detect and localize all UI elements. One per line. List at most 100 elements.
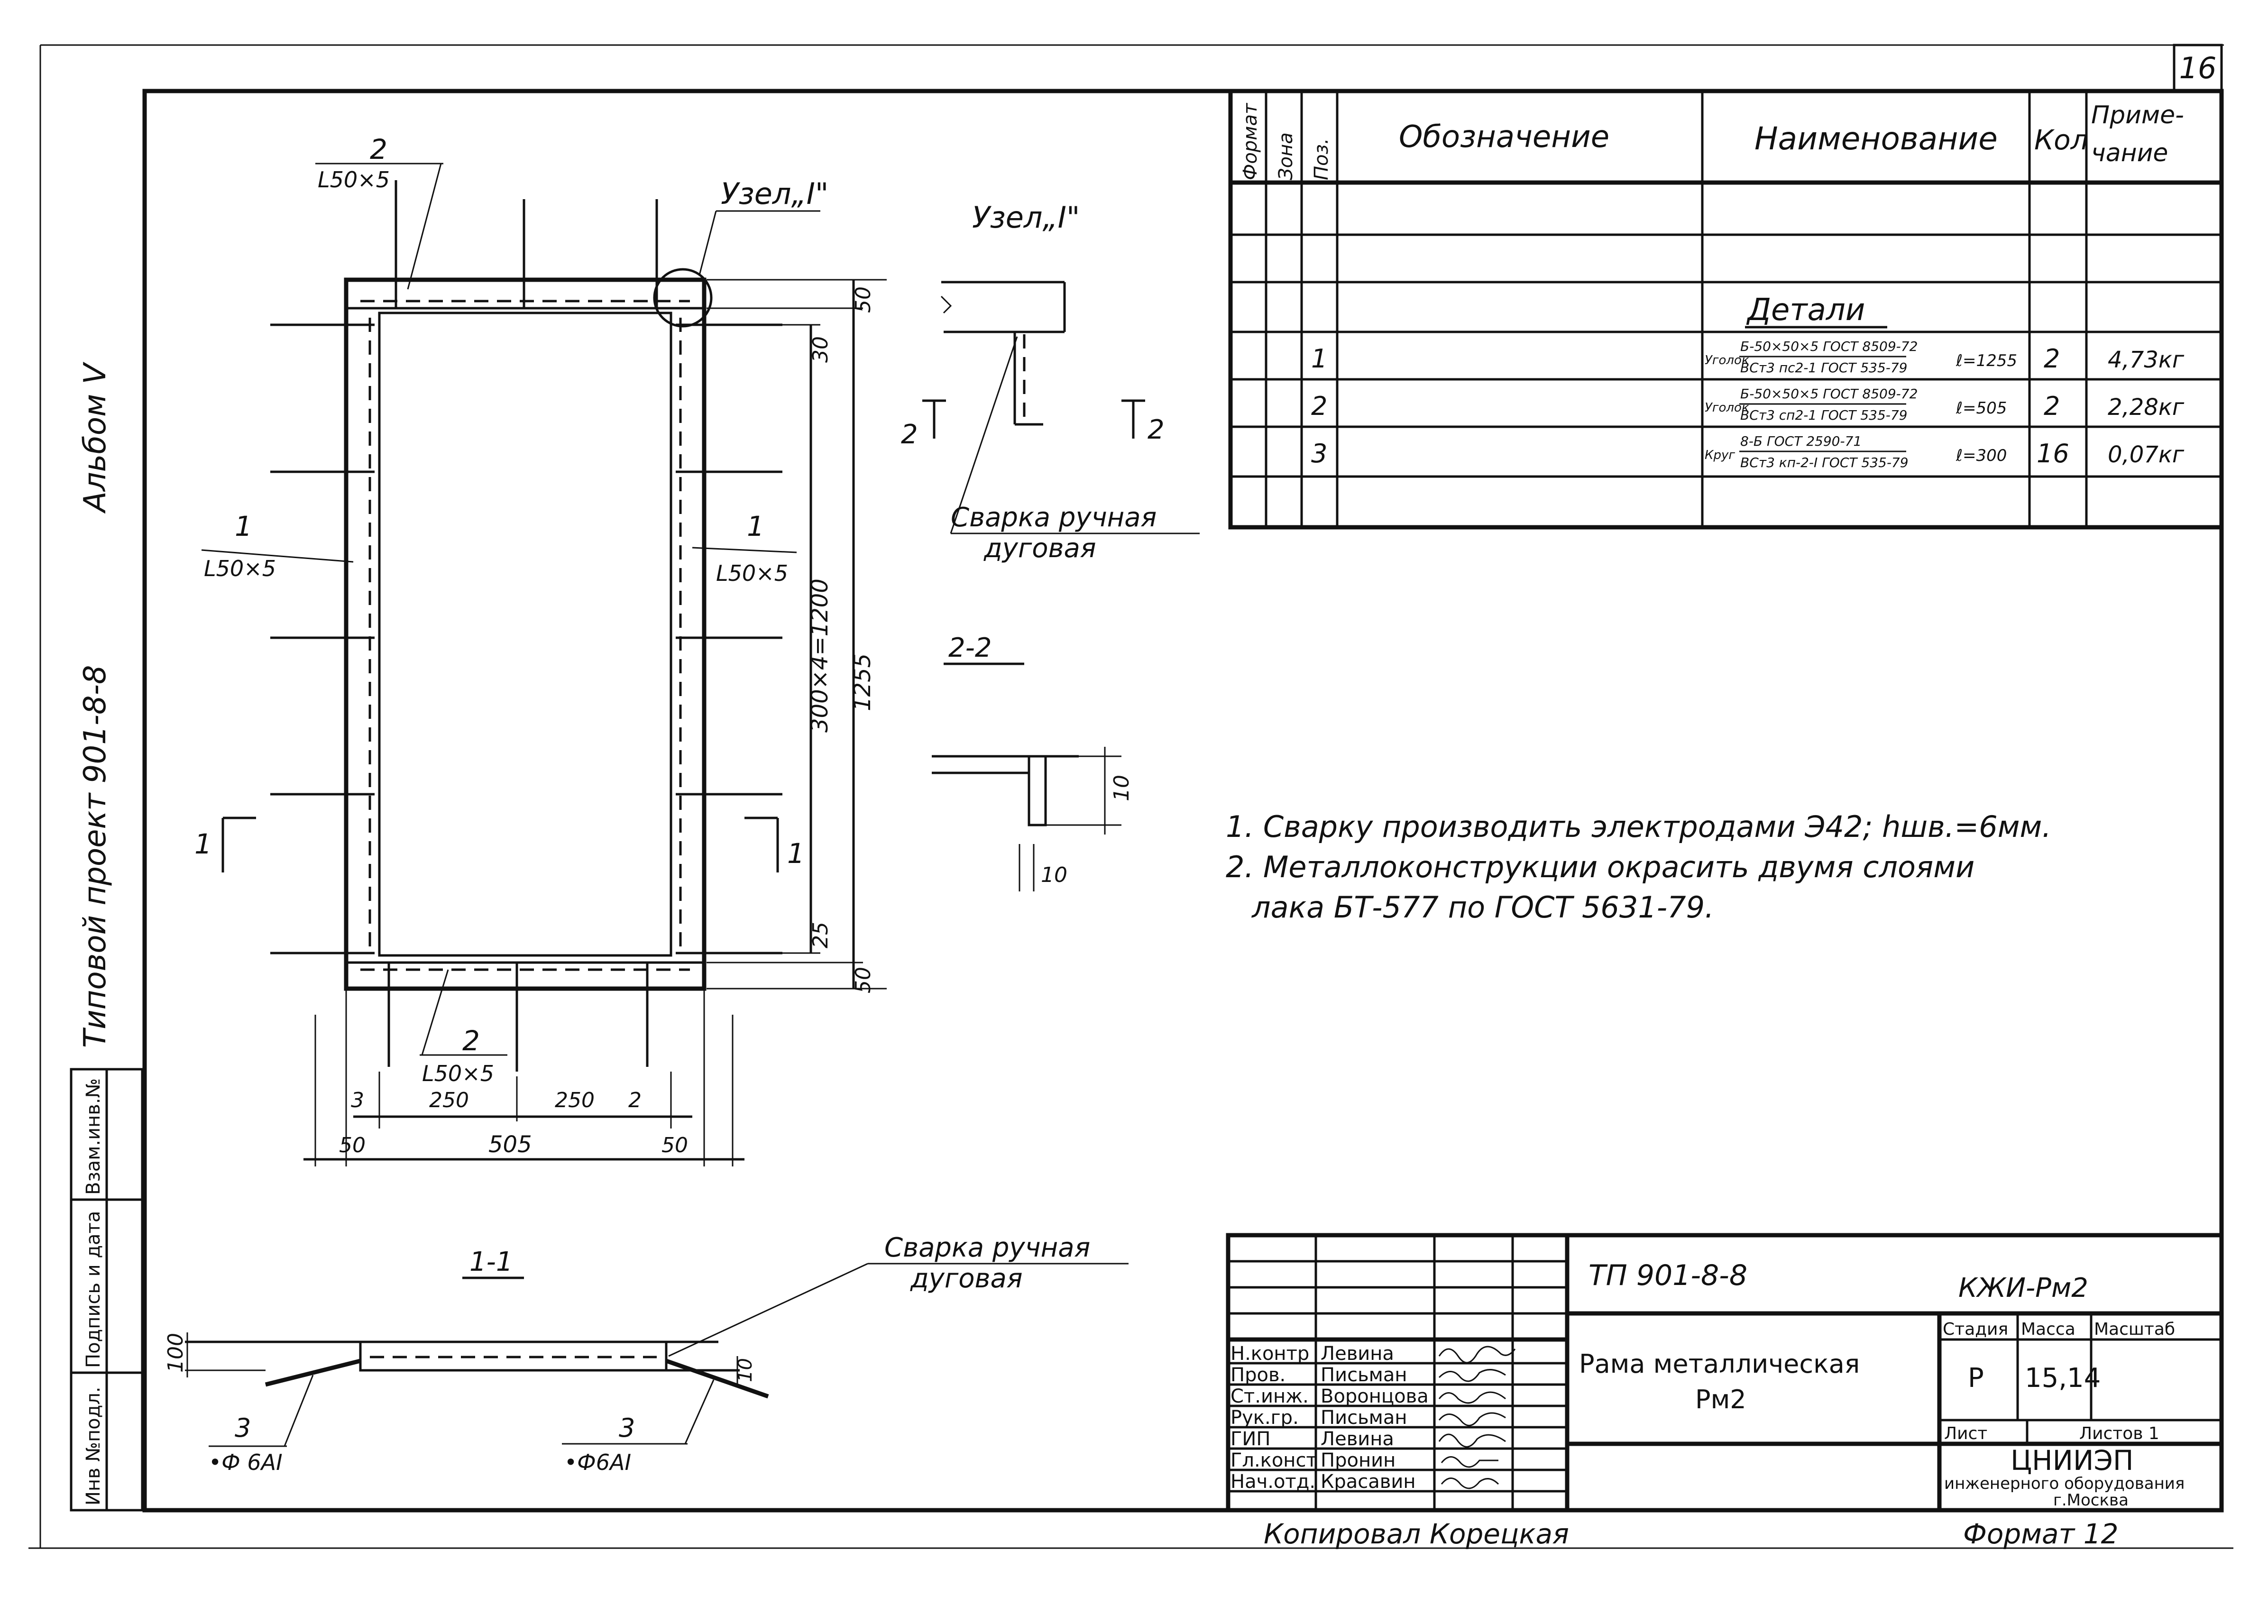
title-code: КЖИ-Рм2 bbox=[1958, 1273, 2088, 1303]
title-scale-label: Масштаб bbox=[2094, 1320, 2175, 1339]
sig-role-4: ГИП bbox=[1230, 1428, 1270, 1450]
spec-header-pos: Поз. bbox=[1311, 138, 1332, 180]
section-2-2: 2-2 10 10 bbox=[932, 633, 1134, 891]
section-1-1-dim-height: 100 bbox=[164, 1333, 188, 1373]
section-1-1-rod-right: •Ф6АI bbox=[564, 1450, 631, 1475]
label-pos1-right: 1 bbox=[747, 510, 764, 542]
title-name-line1: Рама металлическая bbox=[1579, 1349, 1860, 1379]
side-project-label: Типовой проект 901-8-8 bbox=[78, 665, 113, 1048]
sig-name-6: Красавин bbox=[1321, 1471, 1416, 1493]
side-stamp-signature: Подпись и дата bbox=[83, 1211, 104, 1368]
section-1-1-pos-left: 3 bbox=[235, 1413, 251, 1443]
spec-group-title: Детали bbox=[1746, 293, 1865, 328]
title-project: ТП 901-8-8 bbox=[1589, 1259, 1747, 1292]
spec-header-qty: Кол bbox=[2034, 124, 2088, 156]
spec-header-note-line2: чание bbox=[2091, 139, 2168, 167]
spec-row1-pos: 1 bbox=[1311, 344, 1327, 374]
spec-header-zone: Зона bbox=[1275, 132, 1297, 180]
spec-row3-length: ℓ=300 bbox=[1956, 446, 2007, 465]
spec-row2-top: Б-50×50×5 ГОСТ 8509-72 bbox=[1740, 386, 1918, 402]
spec-row2-note: 2,28кг bbox=[2108, 394, 2185, 421]
note-1: 1. Сварку производить электродами Э42; h… bbox=[1226, 809, 2051, 844]
sig-role-1: Пров. bbox=[1230, 1364, 1286, 1386]
title-org-line2: инженерного оборудования bbox=[1944, 1474, 2185, 1493]
spec-row1-length: ℓ=1255 bbox=[1956, 351, 2017, 370]
spec-row2-length: ℓ=505 bbox=[1956, 399, 2007, 418]
sig-role-5: Гл.конст bbox=[1230, 1450, 1317, 1471]
dim-top-inner: 30 bbox=[808, 336, 833, 363]
side-stamp-replace: Взам.инв.№ bbox=[83, 1078, 104, 1195]
label-pos1-right-profile: L50×5 bbox=[716, 560, 788, 586]
node-detail-title: Узел„I" bbox=[972, 200, 1080, 235]
sheet-number: 16 bbox=[2179, 51, 2217, 85]
node-weld-note-line2: дуговая bbox=[983, 533, 1096, 564]
frame-inner bbox=[378, 312, 672, 957]
title-mass: 15,14 bbox=[2025, 1363, 2101, 1394]
dim-top-offset: 50 bbox=[851, 286, 875, 313]
spec-row3-qty: 16 bbox=[2037, 439, 2069, 468]
label-pos2-top: 2 bbox=[370, 133, 387, 165]
copied-by: Копировал Корецкая bbox=[1264, 1518, 1569, 1550]
spec-row1-note: 4,73кг bbox=[2108, 347, 2185, 373]
side-stamp-inv: Инв №подл. bbox=[83, 1386, 104, 1505]
section-1-1: 1-1 100 10 Сварка ручная дуговая 3 •Ф 6А… bbox=[164, 1232, 1129, 1475]
note-2: 2. Металлоконструкции окрасить двумя сло… bbox=[1226, 850, 1974, 884]
sig-name-5: Пронин bbox=[1321, 1450, 1396, 1471]
label-pos1-left-profile: L50×5 bbox=[204, 556, 276, 581]
title-org-line3: г.Москва bbox=[2053, 1491, 2129, 1510]
label-pos2-bottom-profile: L50×5 bbox=[422, 1061, 494, 1086]
spec-row1-prefix: Уголок bbox=[1705, 353, 1749, 367]
title-sheets-label: Листов 1 bbox=[2079, 1424, 2159, 1443]
title-stage-label: Стадия bbox=[1943, 1320, 2008, 1339]
dim-pitch: 300×4=1200 bbox=[807, 578, 833, 733]
spec-row1-bottom: ВСт3 пс2-1 ГОСТ 535-79 bbox=[1740, 360, 1908, 376]
dim-height: 1255 bbox=[849, 653, 876, 711]
notes: 1. Сварку производить электродами Э42; h… bbox=[1226, 809, 2051, 925]
node-callout: Узел„I" bbox=[721, 176, 828, 211]
title-block: ТП 901-8-8 КЖИ-Рм2 Рама металлическая Рм… bbox=[1226, 1233, 2224, 1513]
drawing-frame bbox=[142, 89, 2224, 1513]
title-mass-label: Масса bbox=[2021, 1320, 2075, 1339]
node-circle bbox=[653, 268, 713, 328]
section-1-1-pos-right: 3 bbox=[619, 1413, 635, 1443]
format-label: Формат 12 bbox=[1963, 1518, 2119, 1550]
signature-scribbles bbox=[1438, 1346, 1516, 1489]
dim-right-overhang: 50 bbox=[661, 1133, 688, 1157]
dim-left-edge: 3 bbox=[351, 1088, 364, 1112]
spec-row2-pos: 2 bbox=[1311, 391, 1327, 421]
spec-table: Формат Зона Поз. Обозначение Наименовани… bbox=[1228, 89, 2224, 530]
dim-span-right: 250 bbox=[555, 1088, 595, 1112]
spec-row1-top: Б-50×50×5 ГОСТ 8509-72 bbox=[1740, 339, 1918, 354]
spec-row2-prefix: Уголок bbox=[1705, 401, 1749, 415]
sig-role-2: Ст.инж. bbox=[1230, 1385, 1309, 1407]
node-mark-left: 2 bbox=[901, 419, 918, 450]
spec-header-designation: Обозначение bbox=[1399, 119, 1609, 155]
title-name-line2: Рм2 bbox=[1695, 1385, 1746, 1414]
side-stamp: Инв №подл. Подпись и дата Взам.инв.№ bbox=[70, 1068, 144, 1512]
sig-name-1: Письман bbox=[1321, 1364, 1407, 1386]
sig-name-2: Воронцова bbox=[1321, 1385, 1429, 1407]
label-pos2-bottom: 2 bbox=[462, 1025, 480, 1057]
dim-bottom-offset: 50 bbox=[851, 967, 875, 993]
node-detail: Узел„I" 2 2 Сварка ручная дуговая bbox=[901, 200, 1200, 564]
spec-header-name: Наименование bbox=[1754, 120, 1998, 157]
dim-bottom-inner: 25 bbox=[808, 922, 833, 948]
section-1-1-weld-line1: Сварка ручная bbox=[884, 1232, 1090, 1263]
spec-row3-bottom: ВСт3 кп-2-I ГОСТ 535-79 bbox=[1740, 455, 1909, 470]
cut-1-right: 1 bbox=[787, 837, 805, 870]
dim-width: 505 bbox=[488, 1131, 532, 1158]
node-weld-note-line1: Сварка ручная bbox=[951, 502, 1157, 533]
cut-1-left: 1 bbox=[194, 828, 212, 860]
dim-left-overhang: 50 bbox=[339, 1133, 366, 1157]
spec-row3-top: 8-Б ГОСТ 2590-71 bbox=[1740, 433, 1862, 449]
section-1-1-dim-small: 10 bbox=[735, 1358, 756, 1382]
sig-name-4: Левина bbox=[1321, 1428, 1394, 1450]
note-3: лака БТ-577 по ГОСТ 5631-79. bbox=[1251, 890, 1714, 925]
node-mark-right: 2 bbox=[1148, 414, 1165, 445]
spec-header-format: Формат bbox=[1240, 102, 1261, 180]
side-album-label: Альбом V bbox=[78, 361, 113, 514]
spec-header-note-line1: Приме- bbox=[2091, 101, 2184, 129]
spec-row3-prefix: Круг bbox=[1705, 448, 1735, 462]
sig-role-6: Нач.отд. bbox=[1230, 1471, 1315, 1493]
